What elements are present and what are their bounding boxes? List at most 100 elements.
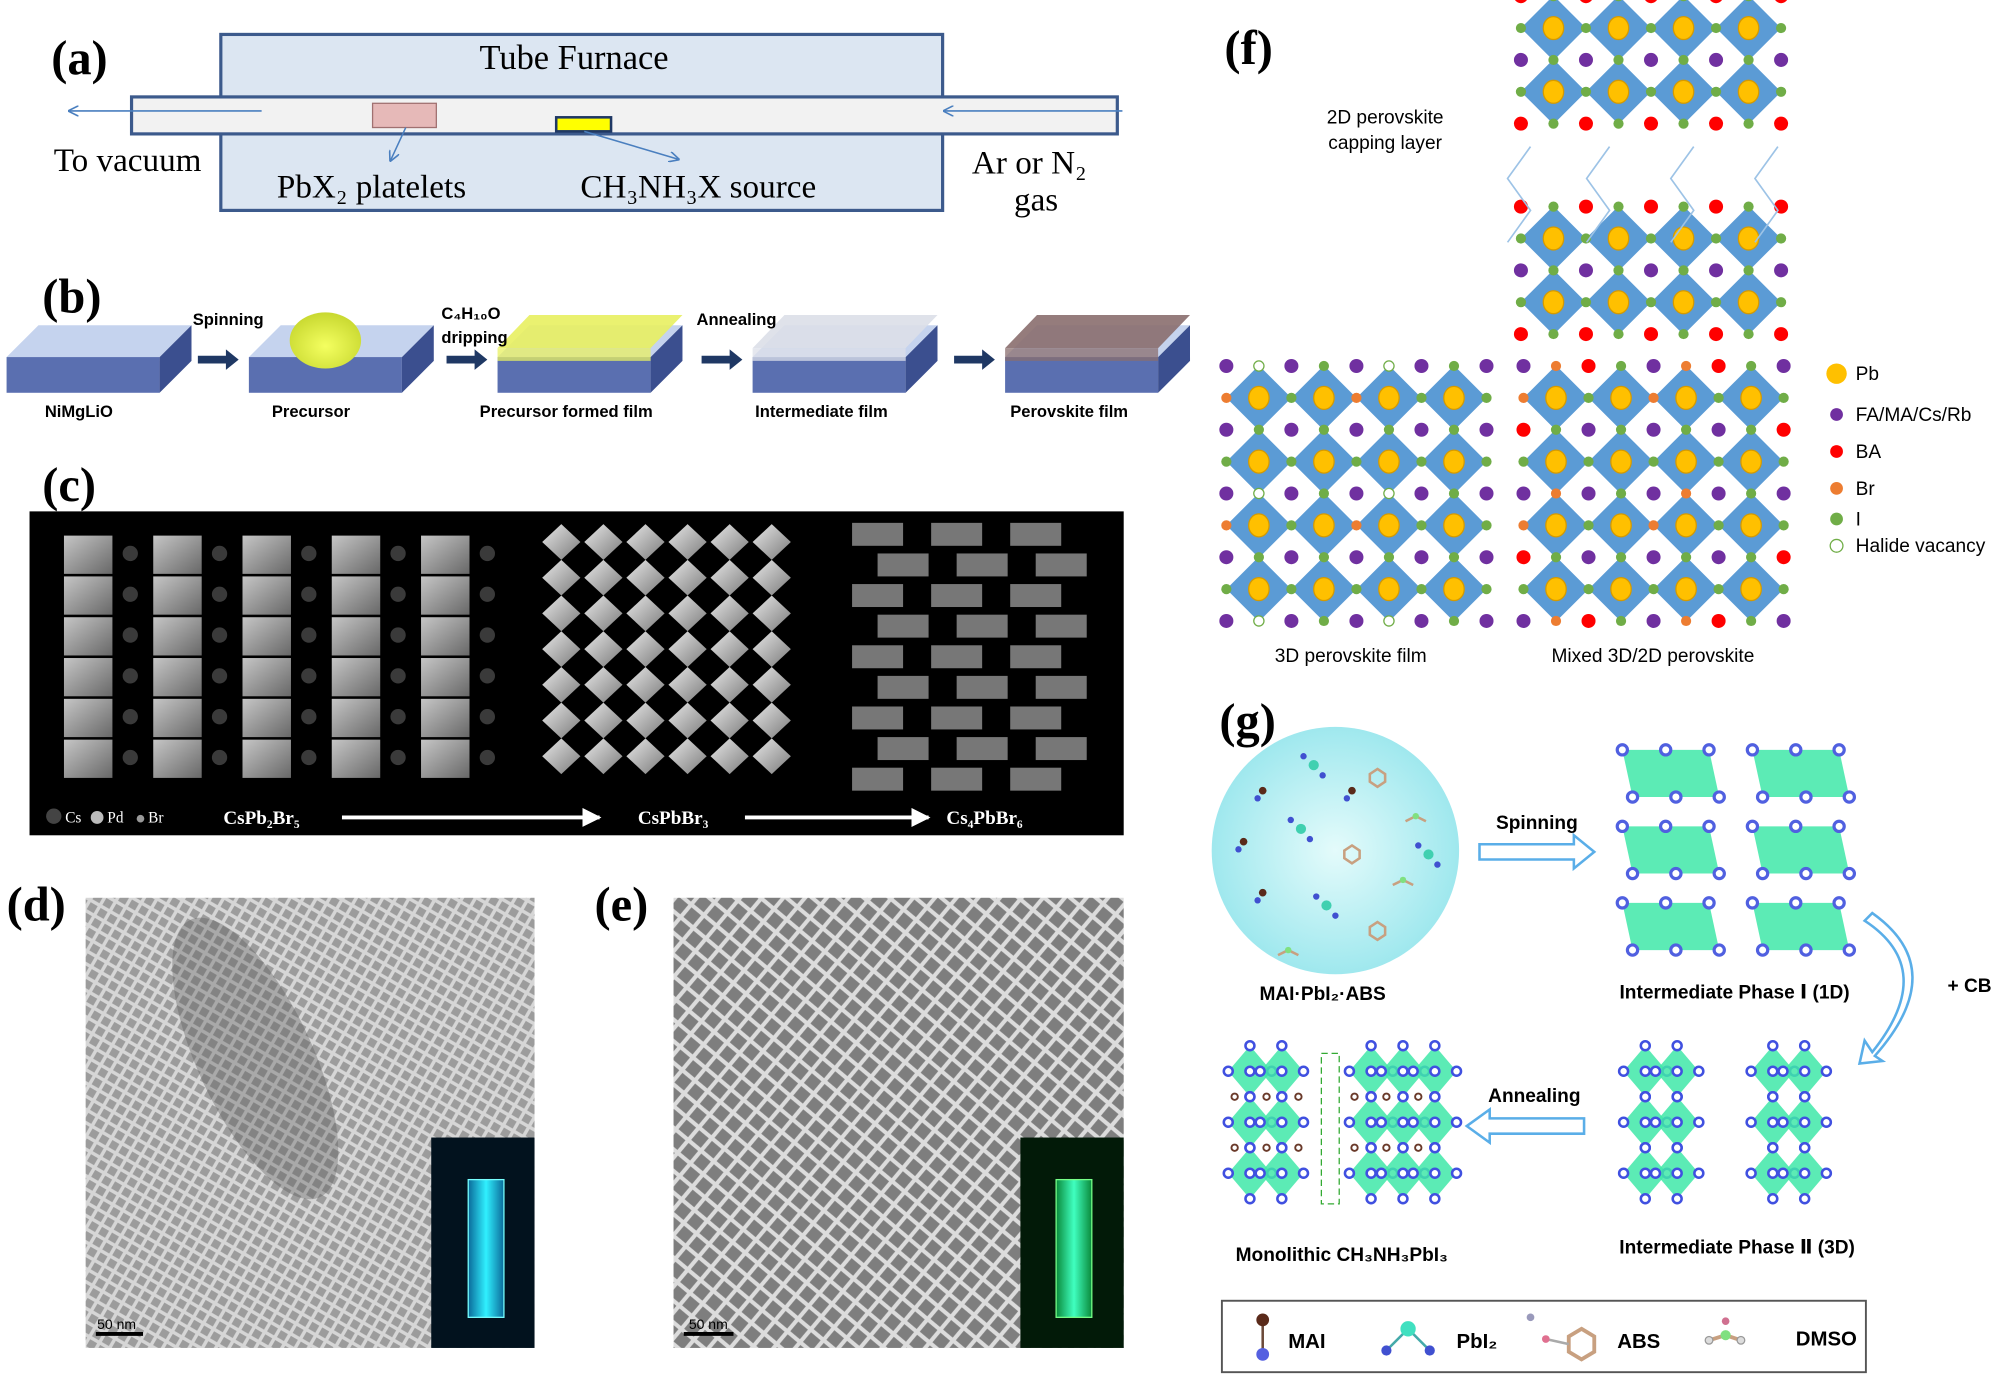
a-site-cation [1479,358,1494,374]
halide-atom [1678,328,1689,340]
pb-atom [1610,385,1632,410]
halide-atom [1351,520,1362,531]
ma-cation [1382,1143,1391,1152]
halide-atom [1680,488,1692,499]
pb-atom [1378,513,1400,538]
halide-atom [1775,86,1787,97]
halide-atom [1680,424,1692,435]
plus-cb-label: + CB [1948,976,1992,997]
halide-atom [1550,615,1562,627]
pbi2-molecule [1332,912,1339,919]
halide-atom [1775,22,1787,34]
ch3nh3x-source [554,116,613,133]
octahedron [710,631,749,667]
iodide-atom [1407,1116,1419,1128]
pb-atom [1767,1167,1779,1179]
isolated-octahedron [852,584,904,608]
precursor-droplet [289,312,362,369]
iodide-atom [1254,1065,1266,1077]
iodide-atom [1798,1141,1811,1154]
halide-atom [1481,520,1492,531]
halide-atom [1778,583,1789,595]
iodide-atom [1276,1039,1288,1052]
film-3d-label: 3D perovskite film [1275,646,1427,667]
final-label: Monolithic CH₃NH₃PbI₃ [1236,1245,1448,1266]
polyhedron [242,658,291,697]
a-site-cation [1644,116,1659,131]
solution-molecules [1235,753,1441,957]
isolated-octahedron [956,614,1008,638]
legend-label: FA/MA/Cs/Rb [1856,405,1972,426]
polyhedron [153,535,202,574]
halide-atom [1448,615,1460,627]
a-site-cation [1284,613,1299,628]
cs-atom [390,545,406,562]
halide-atom [1221,583,1232,595]
iodide-atom [1799,943,1813,957]
iodide-atom [1671,1090,1683,1103]
a-site-cation [1219,486,1234,501]
pb-atom [1365,1167,1377,1179]
iodide-atom [1842,943,1857,957]
a-site-cation [1709,263,1724,278]
pb-atom [1737,290,1760,315]
cs-atom [390,749,406,766]
polyhedron [153,658,202,697]
octahedron [710,595,749,632]
pb-atom [1672,79,1695,104]
halide-atom [1743,265,1754,276]
a-site-cation [1710,0,1722,4]
iodide-atom [1755,790,1770,804]
iodide-atom [1617,1116,1630,1128]
polyhedron [242,576,291,615]
a-site-cation [1414,613,1429,628]
iodide-atom [1244,1193,1256,1205]
iodide-atom [1254,1116,1266,1128]
isolated-octahedron [877,553,929,577]
film-layer [1005,314,1191,349]
pb-atom [1639,1116,1652,1128]
mai-molecule [1239,837,1248,846]
iodide-atom [1712,943,1726,957]
iodide-atom [1789,743,1803,757]
pbi-chain [1622,749,1720,798]
a-site-cation [1581,613,1596,628]
isolated-octahedron [956,737,1008,761]
dmso-molecule [1285,946,1292,954]
a-site-cation [1775,0,1787,4]
halide-atom [1680,552,1692,563]
iodide-atom [1669,790,1683,804]
pb-atom [1313,513,1335,538]
a-site-cation [1646,486,1661,501]
octahedron [710,524,749,560]
pb-atom [1397,1116,1409,1128]
iodide-atom [1222,1065,1235,1077]
panel-label-b: (b) [42,270,101,323]
iodide-atom [1755,943,1770,957]
iodide-atom [1669,866,1683,881]
br-atom-icon [136,814,145,823]
iodide-atom [1789,819,1803,834]
iodide-atom [1693,1167,1705,1179]
substrate-top [6,325,192,358]
ma-cation [1294,1143,1303,1152]
a-site-cation [1776,422,1791,437]
halide-atom [1746,424,1757,435]
cs-atom [479,545,495,562]
halide-atom [1648,520,1659,531]
halide-vacancy [1383,360,1395,372]
iodide-atom [1397,1039,1409,1052]
substrate-side [1158,325,1191,393]
pb-atom [1248,576,1270,602]
pb-atom [1737,226,1760,251]
pb-atom [1542,15,1565,41]
pb-atom [1397,1065,1409,1077]
isolated-octahedron [1035,675,1087,699]
panel-e: (e) 50 nm [594,879,1124,1348]
halide-atom [1645,297,1657,308]
cs-atom [301,749,317,766]
polyhedron [153,739,202,778]
isolated-octahedron [931,645,983,669]
isolated-octahedron [1010,767,1062,791]
